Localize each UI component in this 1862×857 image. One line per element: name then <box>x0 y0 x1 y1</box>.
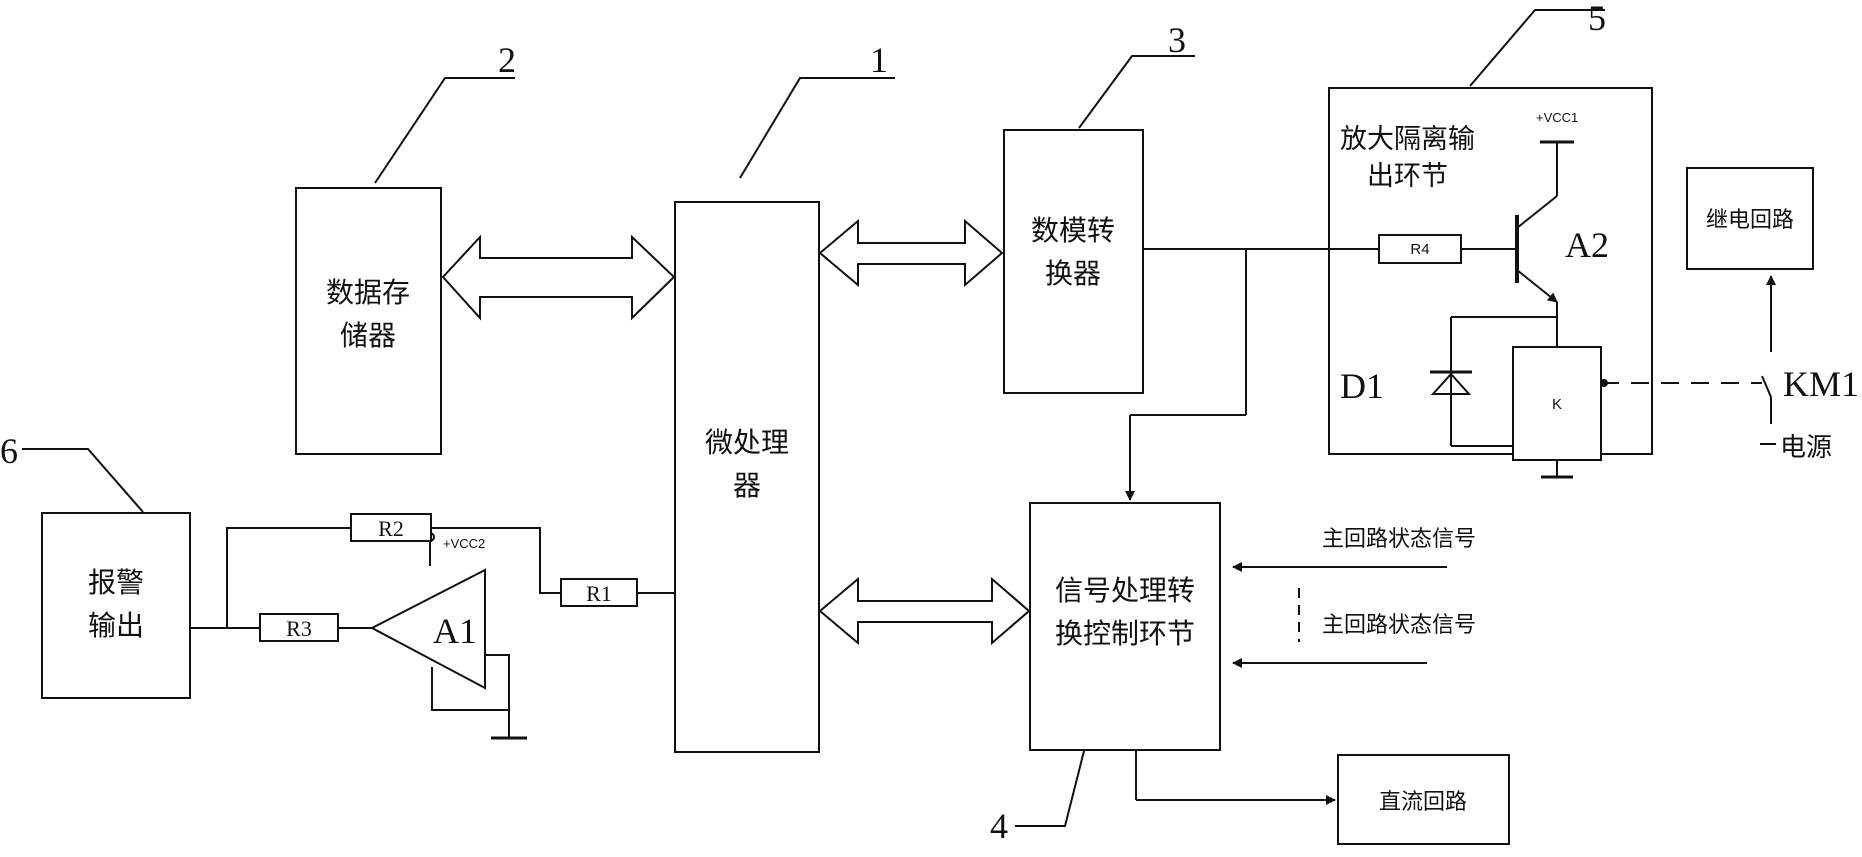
power-label: 电源 <box>1780 433 1832 463</box>
storage-label-line1: 数据存 <box>326 276 410 309</box>
signal-proc-label-line2: 换控制环节 <box>1055 617 1195 650</box>
callout-leader-5 <box>1469 9 1605 87</box>
storage-label-line2: 储器 <box>340 319 396 352</box>
callout-number-5: 5 <box>1588 0 1606 38</box>
label-k: K <box>1552 396 1562 413</box>
label-r1: R1 <box>586 581 612 606</box>
label-a2: A2 <box>1565 225 1609 265</box>
callout-leader-4 <box>1015 750 1085 827</box>
relay-circuit-label: 继电回路 <box>1706 208 1794 233</box>
label-r4: R4 <box>1410 241 1429 258</box>
label-a1: A1 <box>433 611 477 651</box>
dac-label-line2: 换器 <box>1045 257 1101 290</box>
bus-arrow-mcu-dac <box>818 218 1004 288</box>
mcu-label-line1: 微处理 <box>705 426 789 459</box>
callout-leader-6 <box>22 448 144 513</box>
transistor-a2-collector <box>1516 195 1558 229</box>
opamp-a1 <box>369 568 486 690</box>
bus-arrow-mcu-signal <box>818 576 1031 646</box>
callout-number-2: 2 <box>498 40 516 80</box>
dc-circuit-block <box>1337 754 1510 845</box>
callout-leader-1 <box>739 77 895 179</box>
alarm-label-line2: 输出 <box>88 609 144 642</box>
contact-km1-blade <box>1761 375 1772 398</box>
amp-stage-label-line1: 放大隔离输 <box>1340 124 1475 155</box>
mcu-label-line2: 器 <box>733 469 761 502</box>
alarm-label-line1: 报警 <box>88 566 144 599</box>
signal-proc-label-line1: 信号处理转 <box>1055 574 1195 607</box>
status-signal-label-1: 主回路状态信号 <box>1322 527 1476 552</box>
relay-circuit-block <box>1686 167 1814 270</box>
microprocessor-block <box>674 201 820 753</box>
label-vcc1: +VCC1 <box>1536 110 1578 125</box>
amp-stage-label-line2: 出环节 <box>1367 161 1448 192</box>
label-r3: R3 <box>286 616 312 641</box>
label-km1: KM1 <box>1783 364 1859 404</box>
callout-number-6: 6 <box>0 431 18 471</box>
callout-number-1: 1 <box>870 40 888 80</box>
callout-number-3: 3 <box>1168 20 1186 60</box>
transistor-a2-emitter <box>1516 269 1558 303</box>
resistor-r4 <box>1378 234 1462 264</box>
bus-arrow-storage-mcu <box>441 234 676 321</box>
callout-leader-3 <box>1078 55 1195 129</box>
status-signal-label-2: 主回路状态信号 <box>1322 613 1476 638</box>
signal-processing-block <box>1029 502 1221 751</box>
relay-coil-k <box>1512 346 1602 461</box>
resistor-r3 <box>259 613 339 642</box>
relay-link-dot <box>1600 379 1608 387</box>
dc-circuit-label: 直流回路 <box>1379 790 1467 815</box>
alarm-output-block <box>41 512 191 699</box>
label-d1: D1 <box>1340 366 1384 406</box>
data-storage-block <box>295 187 442 455</box>
label-r2: R2 <box>378 516 404 541</box>
resistor-r1 <box>560 578 638 607</box>
label-vcc2: +VCC2 <box>443 536 485 551</box>
diode-d1 <box>1430 372 1472 395</box>
amplifier-isolation-block <box>1328 87 1653 455</box>
callout-leader-2 <box>374 77 515 184</box>
callout-number-4: 4 <box>990 806 1008 846</box>
dac-block <box>1003 129 1144 394</box>
dac-label-line1: 数模转 <box>1031 214 1115 247</box>
